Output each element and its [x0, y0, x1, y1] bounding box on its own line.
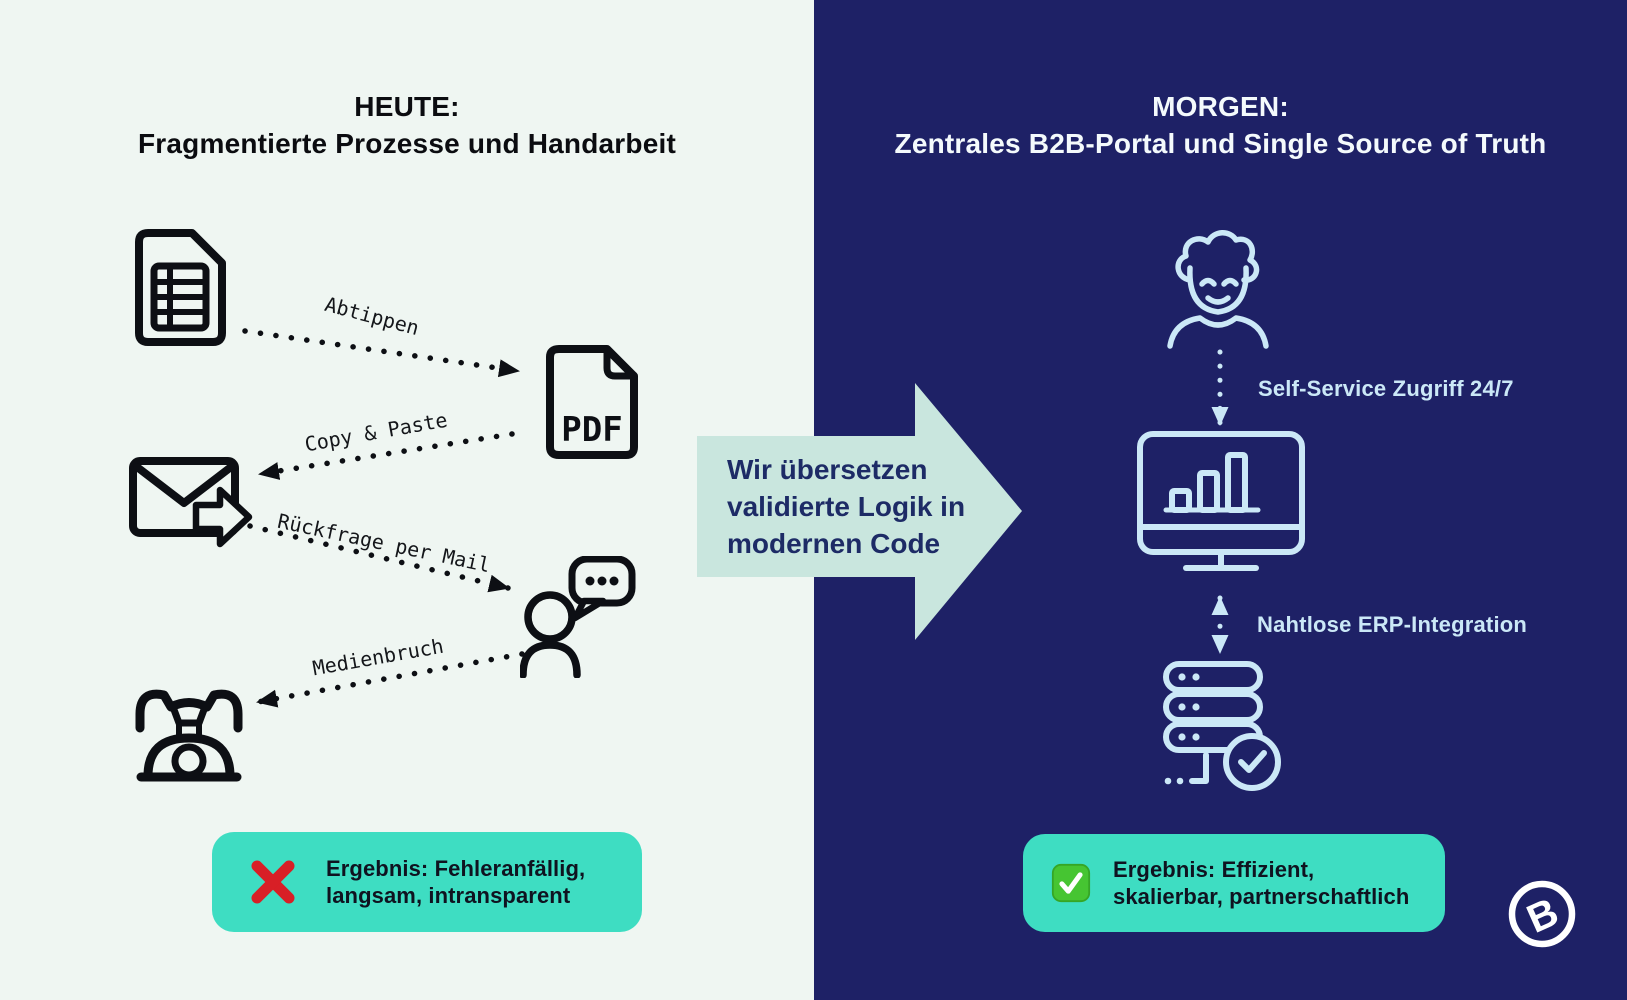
translate-arrow-line3: modernen Code: [727, 528, 941, 559]
email-forward-icon: [129, 457, 253, 548]
curly-person-icon: [1167, 230, 1269, 349]
tomorrow-title-line1: MORGEN:: [1152, 91, 1289, 122]
dashboard-monitor-icon: [1137, 431, 1305, 571]
tomorrow-result-text: Ergebnis: Effizient, skalierbar, partner…: [1113, 856, 1409, 910]
tomorrow-result-line1: Ergebnis: Effizient,: [1113, 857, 1315, 882]
dotted-arrow-copy-paste: [257, 431, 515, 480]
translate-arrow-shape: [697, 383, 1022, 640]
tomorrow-result-box: Ergebnis: Effizient, skalierbar, partner…: [1023, 834, 1445, 932]
today-flow-arrows: [242, 328, 525, 708]
telephone-icon: [135, 689, 243, 782]
translate-arrow-line1: Wir übersetzen: [727, 454, 928, 485]
tomorrow-title-line2: Zentrales B2B-Portal und Single Source o…: [894, 128, 1547, 159]
flow-label-self-service: Self-Service Zugriff 24/7: [1258, 376, 1514, 401]
green-check-icon: [1051, 863, 1091, 903]
brand-logo-letter: B: [1521, 890, 1565, 942]
brand-logo-icon: B: [1508, 880, 1576, 948]
pdf-file-icon: PDF: [546, 345, 638, 459]
tomorrow-flow-arrows: [1211, 349, 1229, 655]
tomorrow-result-line2: skalierbar, partnerschaftlich: [1113, 884, 1410, 909]
today-title-line1: HEUTE:: [354, 91, 460, 122]
today-result-text: Ergebnis: Fehleranfällig, langsam, intra…: [326, 855, 585, 909]
dotted-arrow-abtippen: [242, 328, 521, 378]
dotted-arrow-rueckfrage: [247, 523, 511, 593]
translate-arrow-text: Wir übersetzen validierte Logik in moder…: [727, 451, 965, 562]
dotted-arrow-medienbruch: [255, 651, 525, 708]
spreadsheet-document-icon: [135, 229, 226, 346]
today-title: HEUTE: Fragmentierte Prozesse und Handar…: [0, 88, 814, 162]
today-result-line1: Ergebnis: Fehleranfällig,: [326, 856, 586, 881]
translate-arrow-line2: validierte Logik in: [727, 491, 966, 522]
today-title-line2: Fragmentierte Prozesse und Handarbeit: [138, 128, 676, 159]
red-x-icon: [251, 860, 295, 904]
tomorrow-title: MORGEN: Zentrales B2B-Portal und Single …: [814, 88, 1627, 162]
person-chat-icon: [520, 556, 636, 678]
flow-label-erp: Nahtlose ERP-Integration: [1257, 612, 1528, 637]
server-check-icon: [1163, 661, 1281, 791]
pdf-label: PDF: [561, 410, 622, 450]
today-result-line2: langsam, intransparent: [326, 883, 571, 908]
today-result-box: Ergebnis: Fehleranfällig, langsam, intra…: [212, 832, 642, 932]
